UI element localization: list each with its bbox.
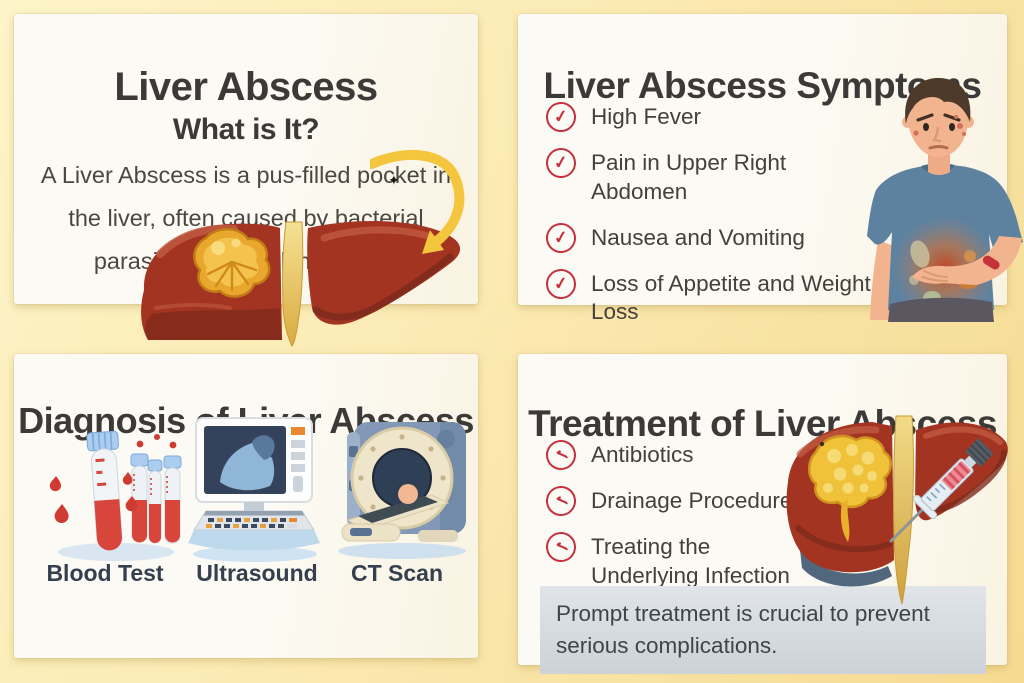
note-text: Prompt treatment is crucial to prevent s… xyxy=(556,601,930,658)
note-box: Prompt treatment is crucial to prevent s… xyxy=(540,586,986,674)
panel-subtitle: What is It? xyxy=(172,112,320,146)
treatment-list: ✓ Antibiotics ✓ Drainage Procedure ✓ Tre… xyxy=(543,437,808,607)
check-circle-icon: ✓ xyxy=(544,266,578,301)
panel-title: Liver Abscess xyxy=(114,64,378,109)
sparkle-icon: ✦ xyxy=(388,172,400,188)
ultrasound-machine-icon xyxy=(188,417,320,562)
liver-illustration xyxy=(141,221,461,347)
pain-man-illustration xyxy=(867,77,1023,322)
list-item: ✓ High Fever xyxy=(544,100,876,134)
list-item: ✓ Pain in Upper Right Abdomen xyxy=(544,146,876,207)
method-label: Ultrasound xyxy=(196,560,318,586)
list-item: ✓ Loss of Appetite and Weight Loss xyxy=(544,266,876,328)
list-item: ✓ Treating the Underlying Infection xyxy=(543,529,808,591)
list-item: ✓ Antibiotics xyxy=(543,437,808,473)
panel-treatment: Treatment of Liver Abscess ✓ Antibiotics… xyxy=(518,354,1008,674)
curved-arrow-icon xyxy=(370,150,465,254)
list-item: ✓ Nausea and Vomiting xyxy=(544,220,876,255)
ct-scanner-icon xyxy=(338,422,466,559)
panel-what-is-it: Liver Abscess What is It? A Liver Absces… xyxy=(14,14,478,347)
list-item: ✓ Drainage Procedure xyxy=(543,483,808,519)
check-circle-icon: ✓ xyxy=(544,100,578,134)
symptom-list: ✓ High Fever ✓ Pain in Upper Right Abdom… xyxy=(544,100,876,343)
check-circle-icon: ✓ xyxy=(543,529,579,565)
check-circle-icon: ✓ xyxy=(543,483,579,519)
liver-syringe-illustration xyxy=(786,415,1008,605)
panel-symptoms: Liver Abscess Symptoms ✓ High Fever ✓ Pa… xyxy=(518,14,1023,324)
blood-test-tubes-icon xyxy=(49,430,182,561)
method-label: CT Scan xyxy=(350,560,444,586)
check-circle-icon: ✓ xyxy=(544,220,578,255)
method-label: Blood Test xyxy=(46,560,164,586)
check-circle-icon: ✓ xyxy=(543,437,579,473)
panel-diagnosis: Diagnosis of Liver Abscess xyxy=(14,354,478,658)
check-circle-icon: ✓ xyxy=(544,146,578,180)
